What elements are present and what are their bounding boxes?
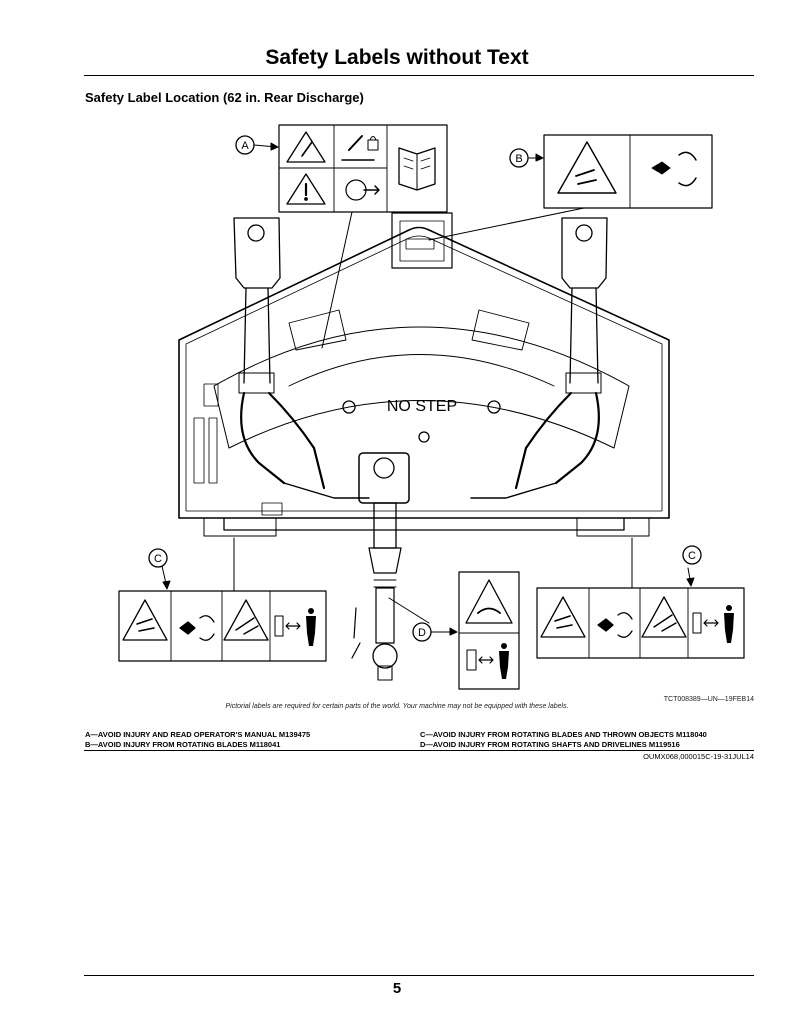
legend-item-d: D—AVOID INJURY FROM ROTATING SHAFTS AND … (420, 740, 680, 749)
callout-c-right: C (688, 550, 696, 562)
blade-icon (179, 621, 196, 635)
key-icon (348, 135, 363, 151)
hand-icon (575, 169, 597, 185)
callouts: A B C C D (148, 135, 702, 642)
warning-triangle-icon (286, 173, 326, 205)
legend-item-c: C—AVOID INJURY FROM ROTATING BLADES AND … (420, 730, 707, 739)
thrown-objects-icon (653, 614, 677, 632)
person-icon (308, 608, 314, 614)
legend-left: A—AVOID INJURY AND READ OPERATOR'S MANUA… (85, 730, 310, 750)
warning-triangle-icon (223, 599, 269, 641)
person-icon (726, 605, 732, 611)
warning-triangle-icon (641, 596, 687, 638)
figure-note: Pictorial labels are required for certai… (225, 703, 569, 710)
warning-triangle-icon (557, 141, 617, 194)
section-heading: Safety Label Location (62 in. Rear Disch… (85, 90, 364, 105)
page-number: 5 (392, 980, 402, 997)
legend-right: C—AVOID INJURY FROM ROTATING BLADES AND … (420, 730, 707, 750)
figure-id: TCT008389—UN—19FEB14 (663, 696, 754, 703)
rotating-driveline-icon (477, 607, 501, 614)
no-step-marking: NO STEP (387, 398, 457, 415)
document-reference: OUMX068,000015C-19-31JUL14 (643, 752, 754, 761)
safety-label-d (458, 571, 520, 690)
person-icon (501, 643, 507, 649)
safety-label-c-left (118, 590, 327, 662)
page-title: Safety Labels without Text (265, 46, 529, 69)
lock-icon (367, 139, 379, 151)
rotation-arrows-icon (617, 612, 633, 638)
legend-item-b: B—AVOID INJURY FROM ROTATING BLADES M118… (85, 740, 281, 749)
right-lift-arm (470, 217, 608, 499)
warning-triangle-icon (122, 599, 168, 641)
warning-triangle-icon (465, 579, 513, 624)
gearbox-driveline (351, 452, 410, 681)
safety-label-b (543, 134, 713, 209)
safety-label-c-right (536, 587, 745, 659)
callout-d: D (418, 627, 426, 639)
safety-label-a (278, 124, 448, 213)
legend-rule (84, 750, 754, 751)
callout-c-left: C (154, 553, 162, 565)
leader-lines (161, 142, 695, 636)
thrown-objects-icon (235, 617, 259, 635)
callout-b: B (515, 153, 522, 165)
warning-triangle-icon (286, 131, 326, 163)
footer-rule (84, 975, 754, 976)
left-lift-arm (233, 217, 370, 499)
rotation-arrows-icon (678, 151, 697, 187)
legend-item-a: A—AVOID INJURY AND READ OPERATOR'S MANUA… (85, 730, 311, 739)
mower-deck: NO STEP (178, 212, 670, 537)
ignition-key-icon (345, 179, 367, 201)
rotation-arrows-icon (199, 615, 215, 641)
blade-icon (597, 618, 614, 632)
callout-a: A (241, 140, 249, 152)
safety-label-diagram: NO STEP (84, 118, 754, 696)
blade-icon (651, 161, 671, 175)
title-rule (84, 75, 754, 76)
warning-triangle-icon (540, 596, 586, 638)
